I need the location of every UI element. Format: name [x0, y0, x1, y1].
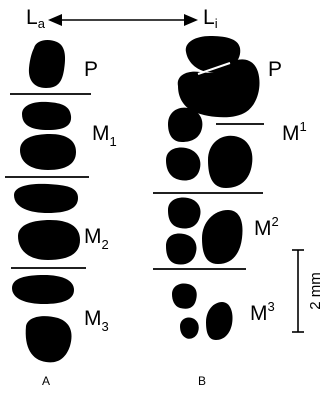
a-m1-lower-shape	[20, 134, 76, 170]
axis-left-label: La	[26, 6, 46, 31]
a-m1-upper-shape	[22, 101, 72, 130]
a-m2-upper-shape	[14, 183, 78, 213]
axis-right-label: Li	[203, 6, 218, 31]
b-m1-upper-left-shape	[168, 107, 203, 142]
a-m2-label: M2	[84, 225, 109, 252]
a-m3-label: M3	[84, 307, 109, 334]
b-p-label: P	[268, 58, 282, 81]
b-m2-right-shape	[202, 210, 243, 264]
a-m3-upper-shape	[12, 275, 74, 304]
b-m2-lower-left-shape	[166, 233, 197, 265]
a-m1-label: M1	[92, 122, 117, 149]
column-b	[153, 36, 264, 340]
b-m1-lower-left-shape	[166, 147, 201, 181]
b-m3-lower-left-shape	[180, 317, 199, 339]
scale-bar-label: 2 mm	[307, 272, 320, 310]
scale-bar	[292, 249, 304, 333]
a-p-label: P	[84, 58, 98, 81]
a-m3-lower-shape	[25, 316, 72, 363]
column-a	[5, 40, 91, 363]
b-m1-label: M1	[282, 119, 307, 145]
b-m2-upper-left-shape	[168, 197, 201, 229]
b-m3-right-shape	[206, 302, 233, 340]
panel-a-label: A	[42, 374, 50, 388]
b-m1-right-shape	[208, 135, 253, 188]
labial-lingual-arrow	[48, 14, 198, 26]
panel-b-label: B	[198, 374, 206, 388]
b-m2-label: M2	[254, 214, 279, 240]
b-m3-label: M3	[250, 299, 275, 325]
b-m3-upper-left-shape	[172, 283, 197, 309]
a-m2-lower-shape	[18, 220, 80, 260]
b-premolar-separator	[197, 62, 231, 75]
a-premolar-shape	[28, 40, 66, 88]
